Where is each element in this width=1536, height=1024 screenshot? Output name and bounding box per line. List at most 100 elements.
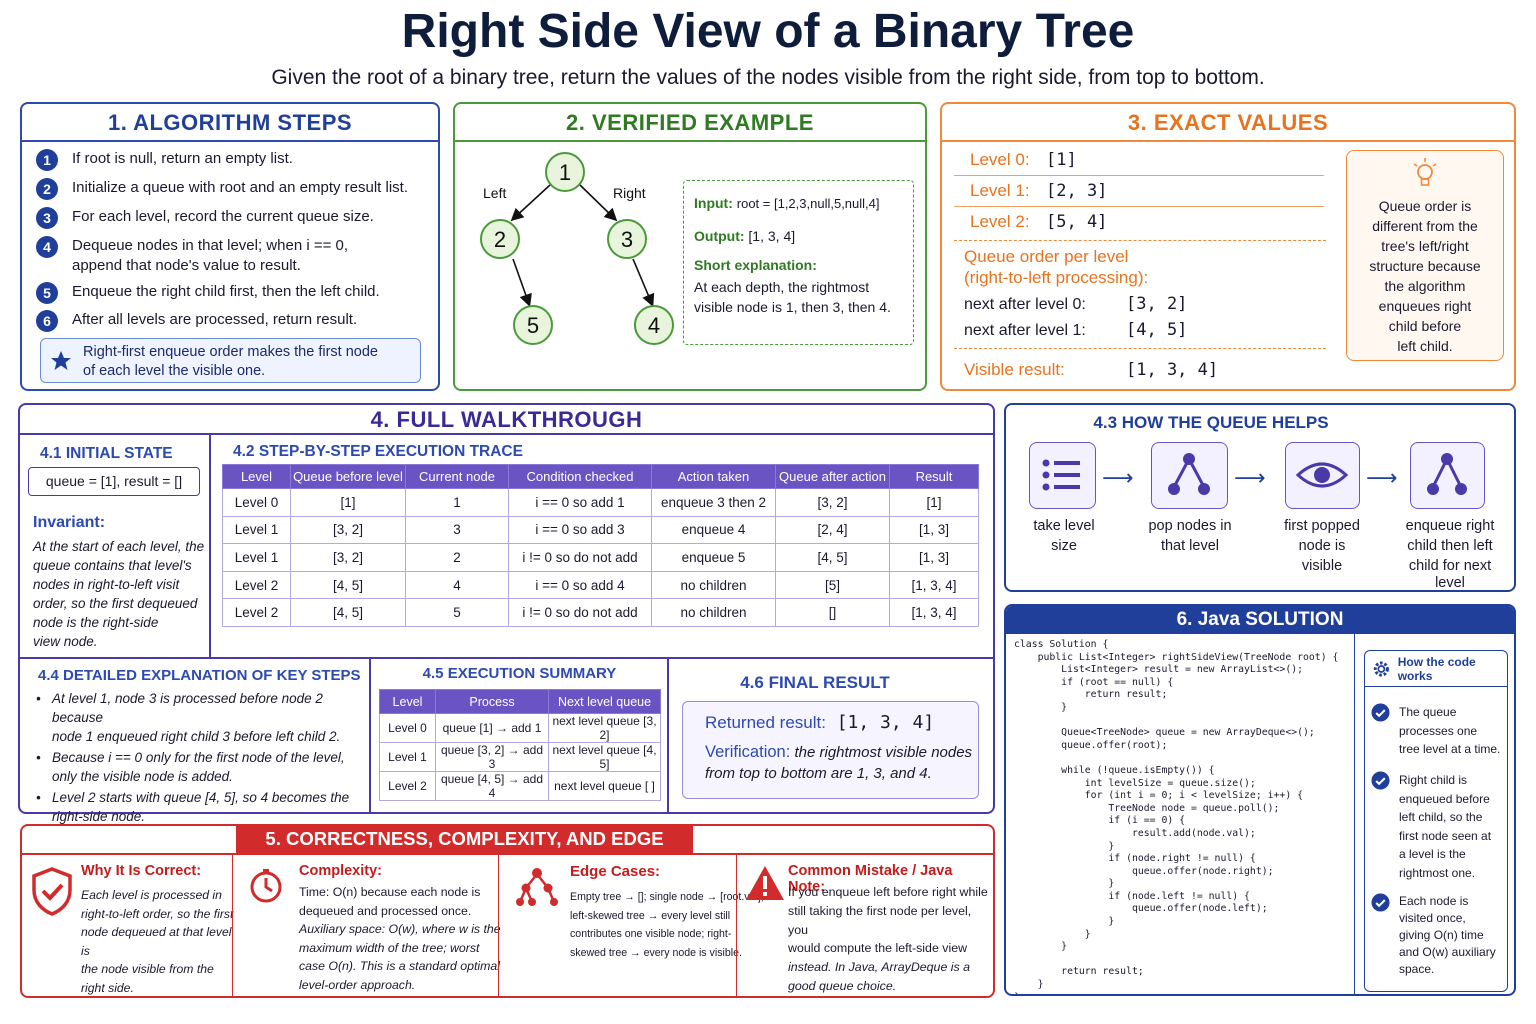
summary-title: 4.5 EXECUTION SUMMARY: [422, 665, 617, 682]
table-cell: Level 2: [222, 598, 291, 627]
tip-line: tree's left/right: [1381, 238, 1469, 254]
table-cell: queue [1] → add 1: [435, 713, 549, 743]
level-value: [1]: [1046, 150, 1077, 170]
code-line: ​: [1014, 715, 1354, 728]
arrow-icon: ⟶: [1102, 465, 1134, 490]
arrow-icon: ⟶: [1366, 465, 1398, 490]
table-cell: [4, 5]: [775, 543, 890, 572]
code-line: }: [1014, 928, 1091, 940]
walkthrough-panel: 4. FULL WALKTHROUGH 4.1 INITIAL STATE qu…: [18, 403, 995, 824]
detail-bullet: •At level 1, node 3 is processed before …: [36, 691, 341, 744]
code-line: result.add(node.val);: [1014, 827, 1256, 839]
bullet-line: Level 2 starts with queue [4, 5], so 4 b…: [52, 790, 350, 805]
next0-value: [3, 2]: [1126, 294, 1188, 314]
table-cell: Level 1: [222, 543, 291, 572]
tree-icon: [1168, 453, 1210, 495]
table-cell: 2: [405, 543, 509, 572]
table-cell: next level queue [3, 2]: [548, 713, 661, 743]
queue-step-label: child for next: [1408, 558, 1492, 574]
visible-label: Visible result:: [964, 360, 1065, 379]
algorithm-title: 1. ALGORITHM STEPS: [107, 110, 353, 135]
explanation-label: Short explanation:: [694, 257, 817, 273]
table-cell: [1]: [889, 488, 979, 517]
table-cell: no children: [651, 598, 776, 627]
table-cell: i != 0 so do not add: [508, 598, 652, 627]
queue-step-icon-box: [1410, 442, 1485, 509]
check-circle-icon: [1371, 771, 1390, 790]
node-label: 5: [527, 313, 539, 338]
final-result-box: Returned result: [1, 3, 4] Verification:…: [682, 701, 979, 799]
mistake-line: would compute the left-side view: [788, 941, 968, 956]
code-line: }: [1014, 916, 1115, 928]
mistake-line: still taking the first node per level, y…: [788, 903, 972, 937]
how-line: Each node is: [1399, 894, 1469, 908]
check-circle-icon: [1371, 703, 1390, 722]
invariant-line: nodes in right-to-left visit: [33, 577, 180, 592]
edge-2-5: [512, 258, 532, 308]
level-value: [2, 3]: [1046, 181, 1108, 201]
returned-label: Returned result:: [705, 713, 826, 732]
table-cell: 1: [405, 488, 509, 517]
bullet-line: only the visible node is added.: [52, 769, 233, 784]
mistake-line: good queue choice.: [788, 978, 897, 993]
tree-node: [634, 305, 674, 345]
code-line: }: [1014, 840, 1115, 852]
why-line: right side.: [81, 980, 134, 995]
why-line: right-to-left order, so the first: [81, 906, 234, 921]
level-label: Level 2:: [970, 212, 1030, 231]
code-line: return result;: [1014, 689, 1168, 701]
table-cell: Level 0: [379, 713, 436, 743]
why-title: Why It Is Correct:: [81, 863, 202, 879]
correctness-panel: 5. CORRECTNESS, COMPLEXITY, AND EDGE CAS…: [20, 824, 995, 998]
how-line: Right child is: [1399, 773, 1468, 787]
next0-label: next after level 0:: [964, 296, 1086, 313]
how-line: rightmost one.: [1399, 865, 1476, 880]
tree-icon: [516, 868, 558, 906]
table-cell: Level 0: [222, 488, 291, 517]
java-title: 6. Java SOLUTION: [1006, 606, 1514, 634]
table-cell: 4: [405, 570, 509, 600]
table-cell: 5: [405, 598, 509, 627]
table-cell: [1, 3]: [889, 543, 979, 572]
invariant-line: node is the right-side: [33, 615, 159, 630]
summary-header: Process: [435, 689, 549, 714]
table-cell: [4, 5]: [290, 570, 406, 600]
example-panel: 2. VERIFIED EXAMPLE 1 2 3 5 4 Left Right…: [453, 102, 927, 391]
why-line: the node visible from the: [81, 962, 214, 977]
code-line: List<Integer> result = new ArrayList<>()…: [1014, 664, 1304, 676]
visible-value: [1, 3, 4]: [1126, 360, 1219, 380]
queue-helps-title: 4.3 HOW THE QUEUE HELPS: [1093, 413, 1329, 432]
clock-icon: [250, 869, 282, 903]
arrow-icon: ⟶: [1234, 465, 1266, 490]
correctness-title: 5. CORRECTNESS, COMPLEXITY, AND EDGE CAS…: [265, 828, 664, 877]
detail-bullet: •Because i == 0 only for the first node …: [36, 750, 345, 784]
table-cell: [5]: [775, 570, 890, 600]
how-line: and O(w) auxiliary: [1399, 945, 1496, 959]
queue-helps-panel: 4.3 HOW THE QUEUE HELPS ⟶ ⟶ ⟶ take level…: [1004, 403, 1516, 592]
complexity-line: Auxiliary space: O(w), where w is the: [299, 922, 501, 937]
step-text: Enqueue the right child first, then the …: [72, 283, 380, 300]
input-label: Input:: [694, 195, 733, 211]
code-line: queue.offer(node.right);: [1014, 865, 1274, 877]
step-number: 2: [36, 178, 58, 200]
final-result-title: 4.6 FINAL RESULT: [740, 673, 890, 692]
page-subtitle: Given the root of a binary tree, return …: [271, 66, 1265, 89]
note-line-1: Right-first enqueue order makes the firs…: [83, 344, 378, 360]
how-line: visited once,: [1399, 911, 1466, 925]
trace-header: Current node: [405, 464, 509, 489]
invariant-line: order, so the first dequeued: [33, 596, 198, 611]
exact-values-title: 3. EXACT VALUES: [1127, 110, 1329, 135]
lightbulb-icon: [1413, 158, 1437, 186]
invariant-line: queue contains that level's: [33, 558, 192, 573]
how-line: first node seen at: [1399, 828, 1492, 843]
tip-line: enqueues right: [1378, 298, 1472, 314]
table-cell: i == 0 so add 1: [508, 488, 652, 517]
